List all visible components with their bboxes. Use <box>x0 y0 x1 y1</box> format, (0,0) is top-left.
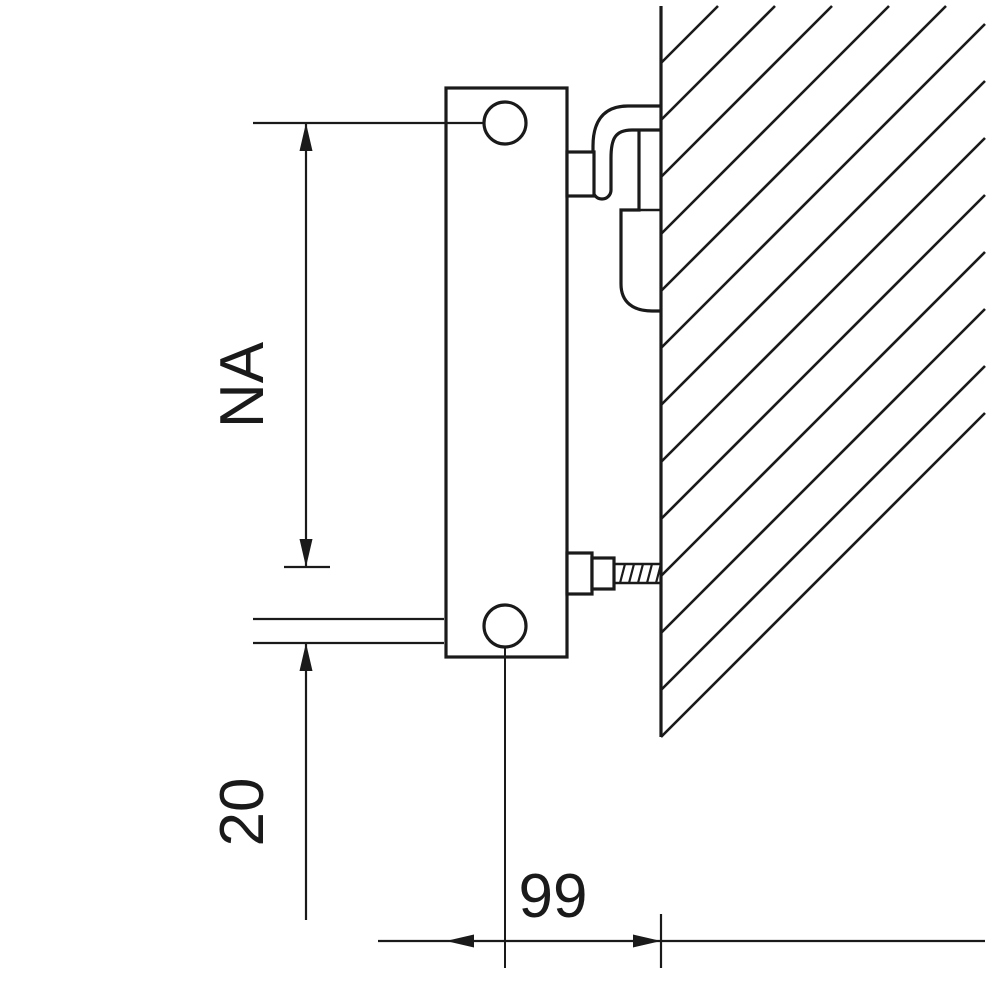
na-arrow-down <box>299 539 313 567</box>
bracket-plate-edge <box>619 130 661 313</box>
na-dimension: NA <box>208 121 484 569</box>
wall-distance-arrow-left <box>446 934 474 948</box>
offset-20-dimension: 20 <box>208 617 444 920</box>
na-label: NA <box>208 341 277 428</box>
mounting-screw <box>614 562 663 585</box>
na-arrow-up <box>299 123 313 151</box>
top-wall-bracket <box>591 104 661 313</box>
radiator-body <box>444 86 569 659</box>
bracket-clamp-block <box>565 150 596 198</box>
bottom-bracket-block <box>565 551 594 596</box>
bracket-hook-tip <box>591 189 613 201</box>
top-connection-circle <box>482 100 528 146</box>
bracket-hook-inner-edge <box>609 128 661 190</box>
wall-distance-label: 99 <box>519 862 588 931</box>
wall-hatching <box>660 5 986 738</box>
offset-arrow-up <box>299 643 313 671</box>
wall-distance-dimension: 99 <box>378 648 985 968</box>
wall-distance-arrow-right <box>633 934 661 948</box>
bottom-connection-circle <box>482 603 528 649</box>
bracket-hook-outer-edge <box>591 104 661 190</box>
offset-20-label: 20 <box>208 778 277 847</box>
screw-collar <box>590 556 616 591</box>
screw-thread-marks <box>618 563 663 584</box>
bottom-support-bracket <box>565 551 663 596</box>
